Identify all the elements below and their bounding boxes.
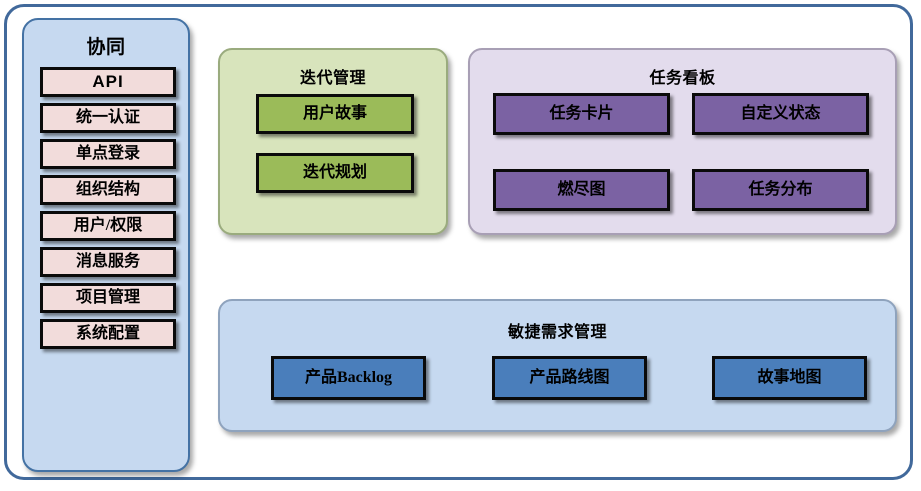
sidebar-item-system-config[interactable]: 系统配置 xyxy=(40,319,176,349)
taskboard-item-custom-status[interactable]: 自定义状态 xyxy=(692,93,869,135)
taskboard-item-task-card[interactable]: 任务卡片 xyxy=(493,93,670,135)
sidebar-item-unified-auth[interactable]: 统一认证 xyxy=(40,103,176,133)
sidebar-item-project-management[interactable]: 项目管理 xyxy=(40,283,176,313)
taskboard-item-task-distribution[interactable]: 任务分布 xyxy=(692,169,869,211)
agile-requirements-panel: 敏捷需求管理 产品Backlog 产品路线图 故事地图 xyxy=(218,299,897,432)
collaboration-item-list: API 统一认证 单点登录 组织结构 用户/权限 消息服务 项目管理 系统配置 xyxy=(40,67,176,355)
sidebar-item-api[interactable]: API xyxy=(40,67,176,97)
collaboration-title: 协同 xyxy=(86,37,126,58)
sidebar-item-message-service[interactable]: 消息服务 xyxy=(40,247,176,277)
iteration-management-title: 迭代管理 xyxy=(299,70,366,87)
sidebar-item-org-structure[interactable]: 组织结构 xyxy=(40,175,176,205)
taskboard-item-burndown-chart[interactable]: 燃尽图 xyxy=(493,169,670,211)
iteration-item-iteration-plan[interactable]: 迭代规划 xyxy=(256,153,414,193)
sidebar-item-single-sign-on[interactable]: 单点登录 xyxy=(40,139,176,169)
agile-item-product-roadmap[interactable]: 产品路线图 xyxy=(492,356,647,400)
collaboration-panel: 协同 API 统一认证 单点登录 组织结构 用户/权限 消息服务 项目管理 系统… xyxy=(22,18,190,472)
agile-item-product-backlog[interactable]: 产品Backlog xyxy=(271,356,426,400)
task-board-panel: 任务看板 任务卡片 自定义状态 燃尽图 任务分布 xyxy=(468,48,897,235)
task-board-title: 任务看板 xyxy=(649,70,716,87)
agile-item-story-map[interactable]: 故事地图 xyxy=(712,356,867,400)
iteration-item-user-story[interactable]: 用户故事 xyxy=(256,94,414,134)
iteration-management-panel: 迭代管理 用户故事 迭代规划 xyxy=(218,48,448,235)
sidebar-item-user-permission[interactable]: 用户/权限 xyxy=(40,211,176,241)
agile-requirements-title: 敏捷需求管理 xyxy=(507,324,607,341)
